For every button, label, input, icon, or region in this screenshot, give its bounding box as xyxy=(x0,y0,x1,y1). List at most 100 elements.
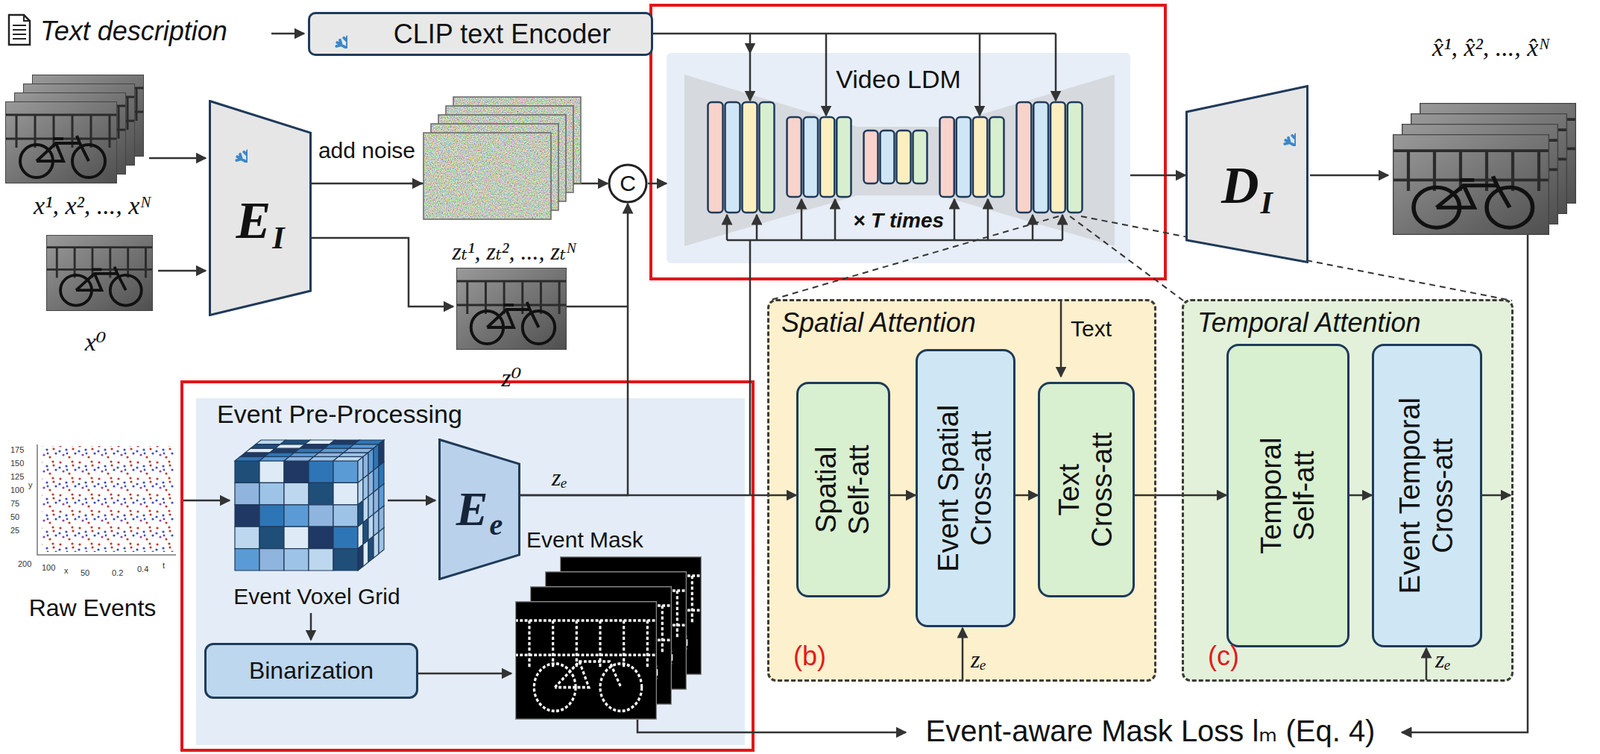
label-text: CLIP text Encoder xyxy=(393,18,612,50)
decor-path xyxy=(410,182,422,185)
voxel-cell xyxy=(308,482,334,505)
decor-g xyxy=(8,14,30,45)
decor-path xyxy=(1479,494,1511,497)
attention-box: Temporal Self-att xyxy=(1226,343,1350,648)
unet-block xyxy=(836,117,851,197)
label-text: Text Cross-att xyxy=(1053,426,1119,554)
voxel-cell xyxy=(308,460,334,483)
voxel-cell xyxy=(284,526,309,548)
formula: EI xyxy=(235,190,285,251)
voxel-cell xyxy=(308,504,334,527)
label: × T times xyxy=(852,208,944,233)
label-text: zₑ xyxy=(970,645,987,674)
axis-tick: 200 xyxy=(17,559,32,569)
connector xyxy=(1134,494,1227,497)
label-text: × T times xyxy=(852,208,944,233)
label-text: Event-aware Mask Loss lₘ (Eq. 4) xyxy=(926,713,1376,748)
voxel-cell xyxy=(284,548,309,571)
label-text: 50 xyxy=(10,512,20,522)
text-holder: EI xyxy=(208,99,312,317)
label-text: Text xyxy=(1070,316,1112,342)
label-text: D xyxy=(1221,156,1260,214)
voxel-cell xyxy=(373,531,379,558)
connector xyxy=(1349,494,1372,497)
label: Event-aware Mask Loss lₘ (Eq. 4) xyxy=(926,713,1376,748)
unet-block xyxy=(742,102,758,213)
concat-circle: C xyxy=(607,163,648,204)
label: zₜ¹, zₜ², ..., zₜᴺ xyxy=(452,237,578,266)
axis-tick: x xyxy=(64,565,69,575)
connector xyxy=(653,33,751,53)
decor-path xyxy=(987,199,990,241)
label-text: E xyxy=(235,191,271,250)
text-holder: Spatial Attention xyxy=(781,307,976,339)
unet-block xyxy=(787,117,802,197)
label: zₑ xyxy=(970,645,987,674)
voxel-cell xyxy=(284,504,309,527)
decor-path xyxy=(310,612,313,640)
formula: DI xyxy=(1221,155,1273,216)
label-text: Event Spatial Cross-att xyxy=(932,387,998,590)
rotated-text: Spatial Self-att xyxy=(810,422,876,557)
label-text: I xyxy=(272,220,285,255)
unet-block xyxy=(896,130,912,184)
unet-block xyxy=(1016,102,1032,213)
decor-path xyxy=(1054,33,1058,101)
text-holder: Event Pre-Processing xyxy=(216,399,463,429)
decor-polygon xyxy=(684,74,1115,247)
unet-block xyxy=(956,117,971,197)
connector xyxy=(1015,494,1038,497)
attention-box: Event Temporal Cross-att xyxy=(1371,343,1483,648)
trapezoid-outline xyxy=(210,101,311,316)
voxel-cell xyxy=(333,504,358,527)
label-text: (b) xyxy=(793,640,827,672)
text-holder: DI xyxy=(1185,84,1309,264)
frozen-icon xyxy=(219,134,248,163)
voxel-cell xyxy=(234,504,260,527)
voxel-cell xyxy=(378,527,384,554)
label-text: zₑ xyxy=(1435,645,1451,674)
decor-path xyxy=(756,214,759,241)
unet-block xyxy=(880,130,895,184)
label: zₑ xyxy=(1435,645,1451,674)
label: Event Mask xyxy=(526,527,644,553)
frozen-icon xyxy=(319,20,348,49)
axis-tick: 75 xyxy=(10,498,20,508)
label-text: 50 xyxy=(80,568,90,578)
voxel-cell xyxy=(333,548,358,571)
text-holder: Binarization xyxy=(206,644,417,697)
decor-path xyxy=(978,33,982,116)
decor-path xyxy=(183,499,230,502)
label-text: 125 xyxy=(10,471,24,481)
label-text: Event Temporal Cross-att xyxy=(1394,383,1460,608)
voxel-cell xyxy=(234,482,260,505)
rotated-text: Event Spatial Cross-att xyxy=(932,387,998,590)
rotated-text: Temporal Self-att xyxy=(1255,410,1321,582)
connector xyxy=(1130,174,1186,177)
dashed-panel: Spatial AttentionSpatial Self-att Event S… xyxy=(767,298,1157,682)
decor-rect xyxy=(666,52,1131,264)
unet-block xyxy=(972,117,988,197)
voxel-cell xyxy=(333,482,358,505)
axis-tick: t xyxy=(162,560,165,570)
axis-tick: 175 xyxy=(10,445,24,455)
unet-block xyxy=(759,102,775,213)
label-text: 0.2 xyxy=(111,568,124,578)
circle-outline xyxy=(609,164,647,203)
decor-path xyxy=(12,25,27,39)
decor-rect xyxy=(423,132,551,220)
unet-block xyxy=(940,117,955,197)
encoder-trapezoid: EI xyxy=(208,99,312,317)
voxel-cell xyxy=(308,526,334,548)
label-text: x xyxy=(64,565,69,575)
rotated-text: Event Temporal Cross-att xyxy=(1394,383,1460,608)
decor-path xyxy=(1061,214,1064,241)
voxel-cell xyxy=(259,504,285,527)
voxel-cell xyxy=(363,539,369,566)
label-text: Temporal Self-att xyxy=(1255,410,1321,582)
decor-rect xyxy=(41,445,175,552)
trapezoid-outline xyxy=(439,439,520,580)
decor-path xyxy=(637,719,906,733)
text-holder: Temporal Attention xyxy=(1197,307,1422,339)
dashed-panel: Temporal AttentionTemporal Self-att Event… xyxy=(1181,298,1514,682)
